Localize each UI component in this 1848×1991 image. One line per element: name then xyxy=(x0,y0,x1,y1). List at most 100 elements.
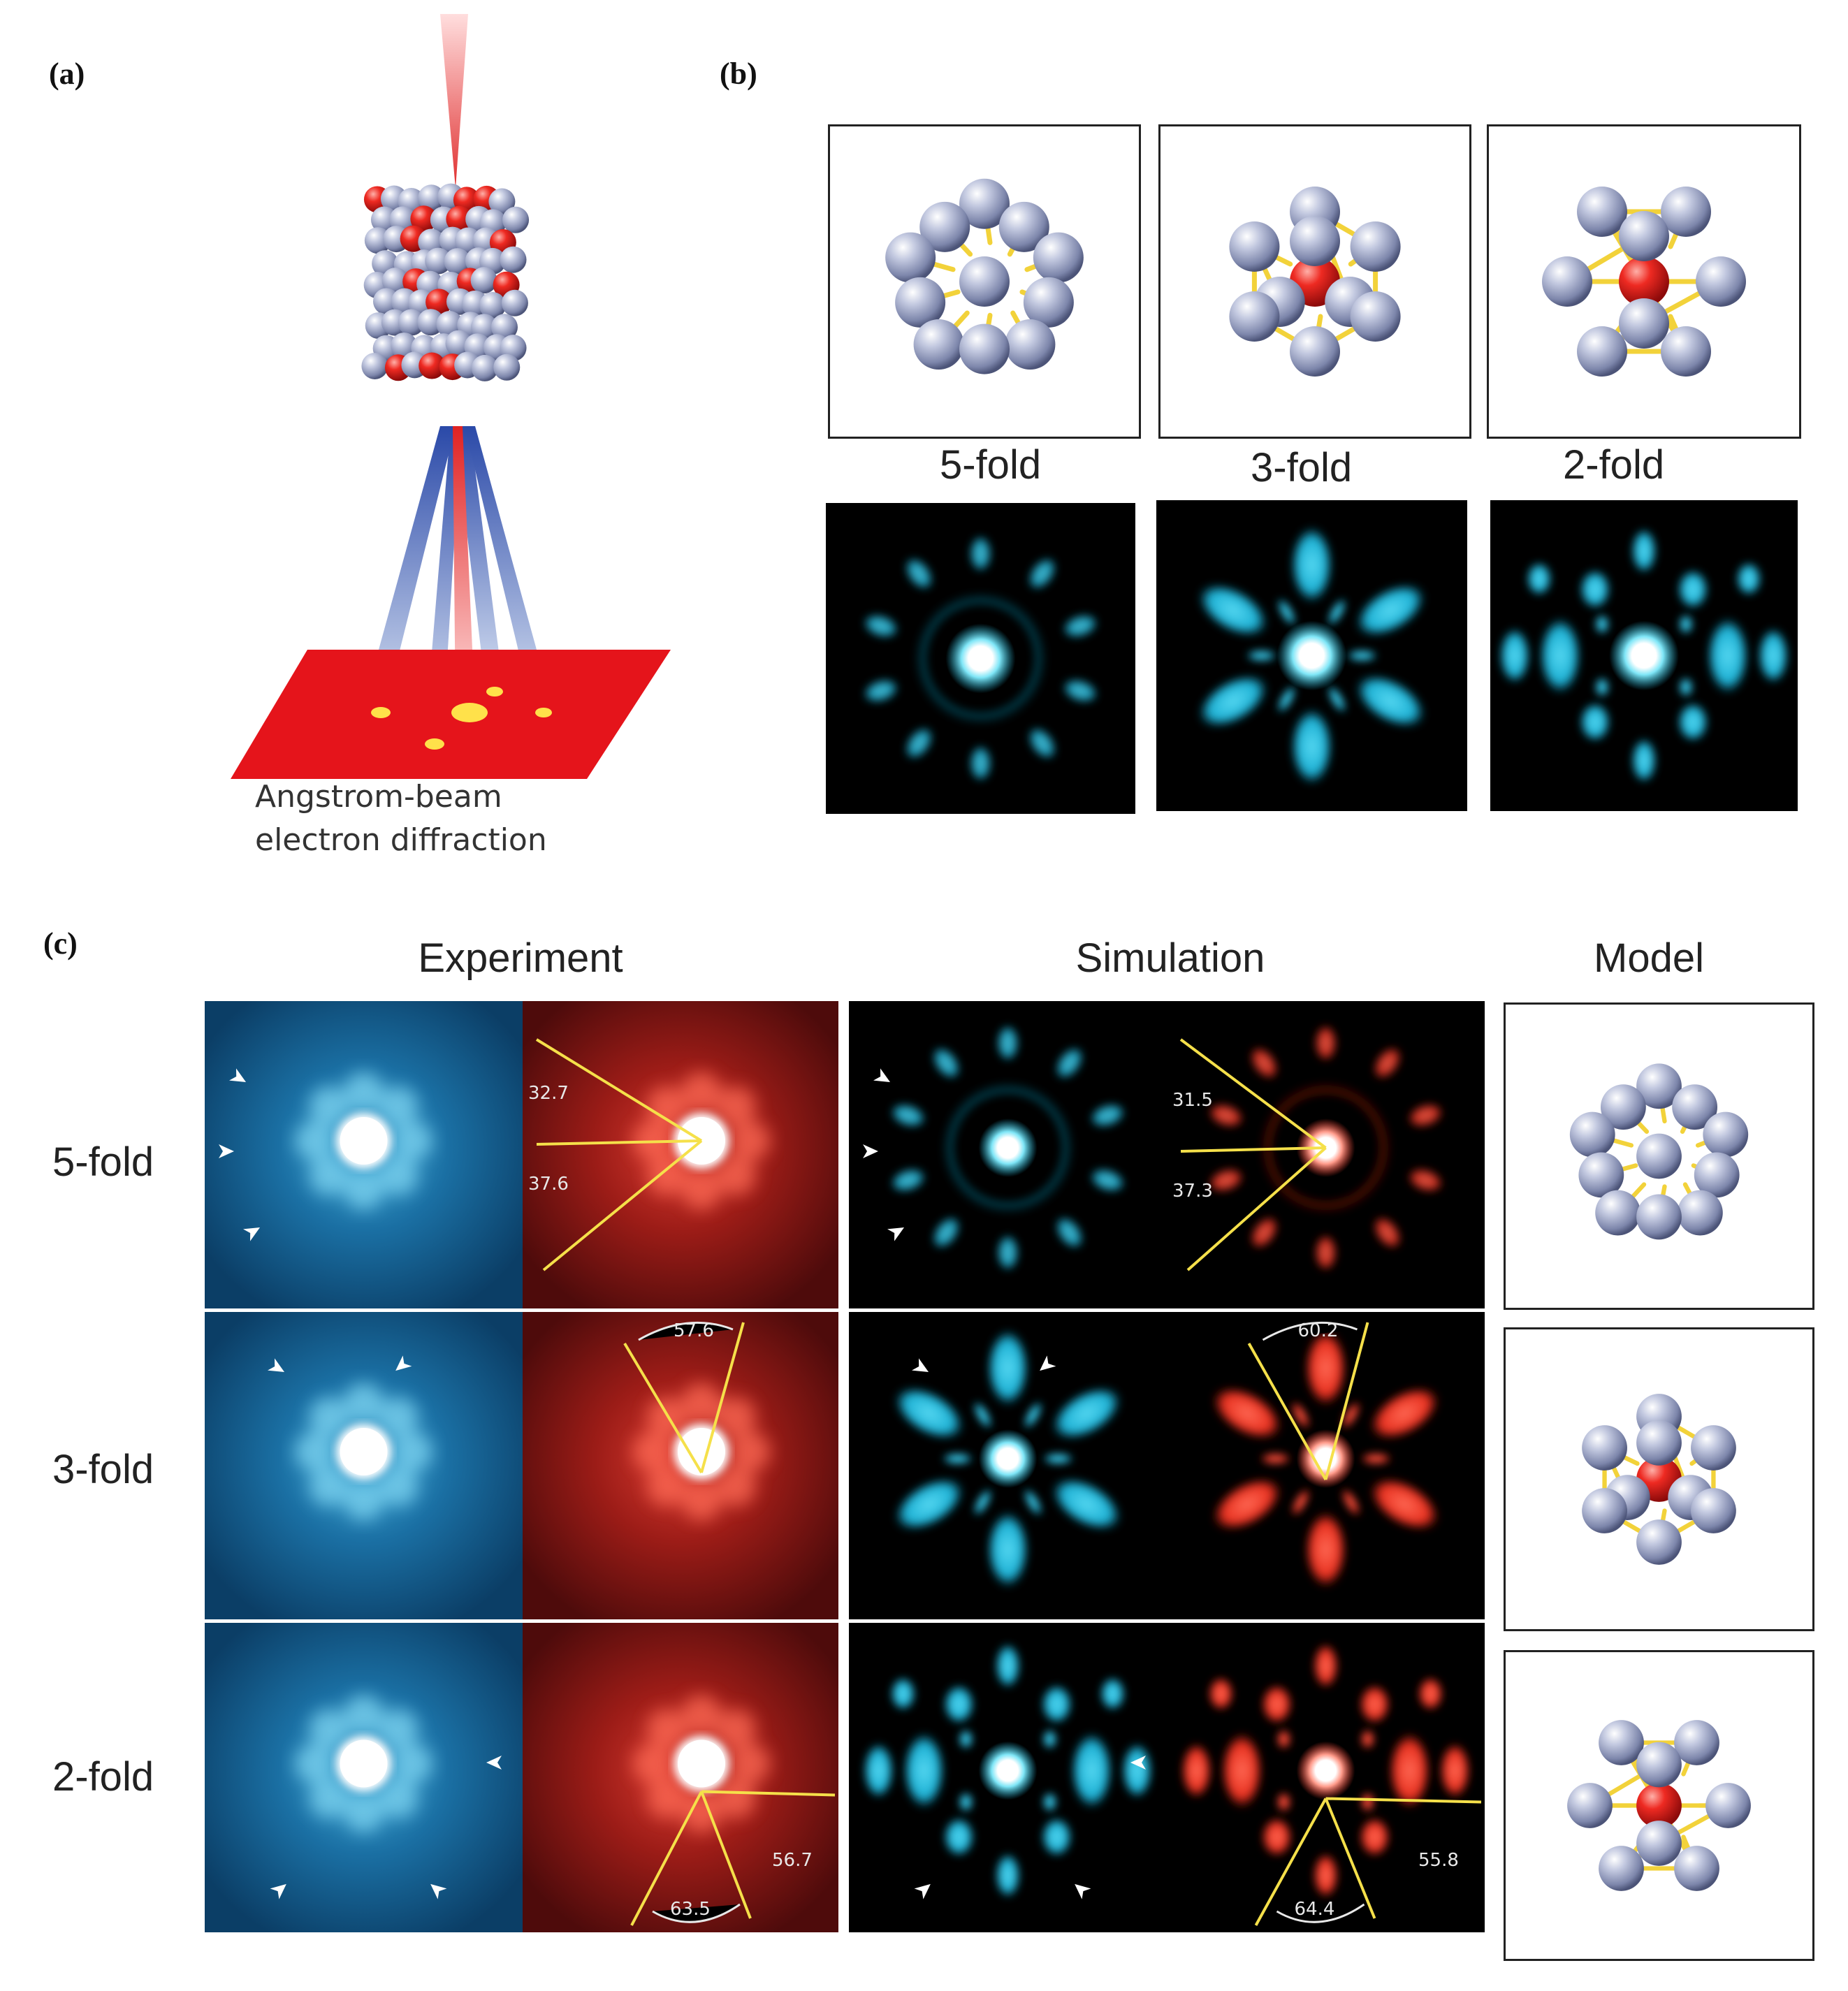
grey-atom xyxy=(1694,1152,1740,1198)
grey-atom xyxy=(1229,221,1280,272)
red-atom xyxy=(410,205,437,233)
grey-atom xyxy=(1005,319,1056,370)
angle-label: 57.6 xyxy=(674,1320,714,1341)
grey-atom xyxy=(1599,1846,1644,1891)
grey-atom xyxy=(370,206,398,233)
grey-atom xyxy=(919,201,970,252)
diffraction-spots xyxy=(863,535,1098,782)
central-beam-spot xyxy=(1296,1741,1355,1800)
row-label-3fold: 3-fold xyxy=(52,1447,154,1492)
arrowhead-marker xyxy=(430,1883,447,1899)
diffraction-spots xyxy=(1198,526,1426,785)
fold-label-2: 2-fold xyxy=(1563,442,1665,488)
arrowhead-marker xyxy=(912,1358,929,1372)
panel-a-caption: Angstrom-beam electron diffraction xyxy=(255,775,674,862)
exp-blue-5fold xyxy=(205,1001,523,1308)
panel-label-c: (c) xyxy=(43,926,78,961)
angle-label: 31.5 xyxy=(1172,1090,1213,1111)
exp-red-3fold: 57.6 xyxy=(523,1312,838,1619)
incident-beam xyxy=(440,14,468,189)
grey-atom xyxy=(1595,1190,1641,1236)
central-beam-spot xyxy=(945,623,1016,694)
model-box-3fold xyxy=(1158,124,1471,439)
grey-atom xyxy=(479,292,507,319)
red-atom xyxy=(419,352,446,379)
model-c-5fold xyxy=(1504,1002,1814,1310)
central-beam-spot xyxy=(978,1741,1038,1800)
grey-atom xyxy=(895,277,946,328)
grey-atom xyxy=(1705,1783,1751,1828)
title-experiment: Experiment xyxy=(418,935,623,981)
grey-atom xyxy=(959,178,1010,229)
grey-atom xyxy=(1578,1152,1624,1198)
angle-label: 64.4 xyxy=(1295,1899,1335,1920)
grey-atom xyxy=(1672,1084,1718,1130)
red-atom xyxy=(446,205,473,233)
diffraction-spots xyxy=(1208,1025,1443,1271)
grey-atom xyxy=(1582,1425,1627,1471)
row-label-5fold: 5-fold xyxy=(52,1139,154,1185)
grey-atom xyxy=(1033,232,1084,283)
caption-line-2: electron diffraction xyxy=(255,822,547,858)
grey-atom xyxy=(1636,1821,1682,1866)
grey-atom xyxy=(1569,1111,1615,1158)
arrowhead-marker xyxy=(395,1355,412,1371)
title-model: Model xyxy=(1594,935,1704,981)
grey-atom xyxy=(1691,1425,1736,1471)
grey-atom xyxy=(488,188,516,215)
central-beam-spot xyxy=(1296,1429,1355,1488)
diffracted-beam xyxy=(454,426,503,688)
arrowhead-marker xyxy=(268,1358,285,1372)
arrowhead-marker xyxy=(229,1068,247,1082)
grey-atom xyxy=(1577,326,1627,377)
title-simulation: Simulation xyxy=(1075,935,1265,981)
arrowhead-marker xyxy=(486,1756,502,1770)
grey-atom xyxy=(471,354,498,381)
sim-row-3fold: 60.2 xyxy=(849,1312,1485,1619)
detector-screen xyxy=(231,650,671,779)
red-atom xyxy=(425,289,453,316)
model-c-3fold xyxy=(1504,1327,1814,1631)
angle-lines xyxy=(623,1322,745,1474)
grey-atom xyxy=(1599,1720,1644,1765)
diffracted-beam xyxy=(363,426,456,713)
sim-row-5fold: 31.5 37.3 xyxy=(849,1001,1485,1308)
central-beam-spot xyxy=(1609,620,1679,691)
grey-atom xyxy=(470,267,497,294)
panel-a-illustration xyxy=(210,14,699,789)
caption-line-1: Angstrom-beam xyxy=(255,779,502,815)
grey-atom xyxy=(1636,1742,1682,1788)
arrowhead-marker xyxy=(1040,1355,1056,1371)
grey-atom xyxy=(1636,1420,1682,1466)
grey-atom xyxy=(1674,1846,1719,1891)
arrowhead-marker xyxy=(914,1883,931,1899)
grey-atom xyxy=(490,314,518,341)
grey-atom xyxy=(1567,1783,1613,1828)
angle-label: 56.7 xyxy=(772,1850,813,1871)
arrowhead-marker xyxy=(873,1068,891,1082)
grey-atom xyxy=(998,201,1049,252)
grey-atom xyxy=(1677,1190,1723,1236)
grey-atom xyxy=(1696,256,1746,307)
diffracted-beam xyxy=(465,426,552,709)
diffracted-beam xyxy=(426,426,461,720)
arrowhead-marker xyxy=(219,1144,234,1158)
arrowhead-marker xyxy=(243,1227,261,1241)
exp-blue-2fold xyxy=(205,1623,523,1932)
arrowhead-marker xyxy=(887,1227,905,1241)
angle-lines xyxy=(535,1038,703,1271)
angle-lines xyxy=(1247,1322,1369,1480)
grey-atom xyxy=(361,352,388,379)
transmitted-beam xyxy=(453,426,475,713)
grey-atom xyxy=(1636,1133,1682,1179)
grey-atom xyxy=(398,309,425,336)
grey-atom xyxy=(1229,291,1280,342)
diffraction-spots xyxy=(894,1329,1122,1588)
grey-atom xyxy=(500,246,527,273)
fold-label-3: 3-fold xyxy=(1251,445,1353,490)
grey-atom xyxy=(1350,291,1401,342)
panel-label-b: (b) xyxy=(720,57,757,91)
angle-label: 37.3 xyxy=(1172,1181,1213,1202)
